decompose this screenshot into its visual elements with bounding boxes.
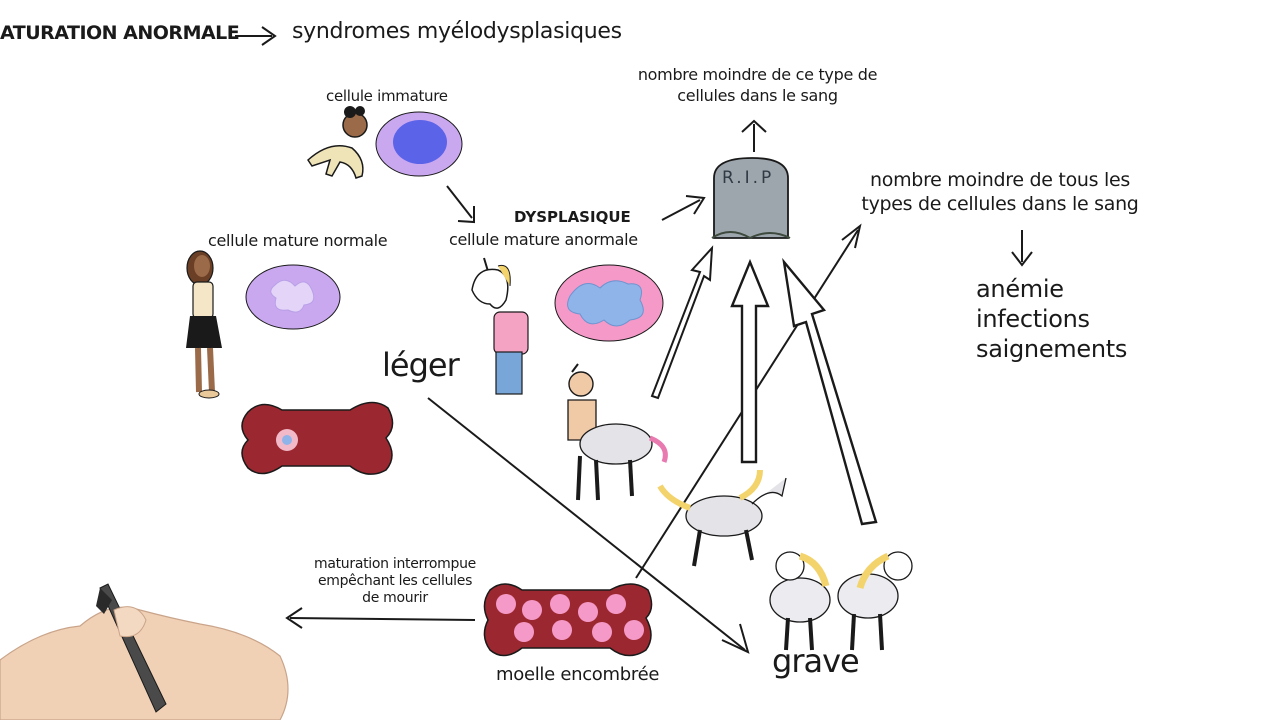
immature-cell bbox=[376, 112, 462, 176]
label-moelle: moelle encombrée bbox=[496, 664, 659, 685]
label-rip-line-2: cellules dans le sang bbox=[630, 85, 885, 106]
header-left-text: ATURATION ANORMALE bbox=[0, 22, 239, 44]
label-mature-normal: cellule mature normale bbox=[208, 231, 387, 250]
symptoms-list: anémie infections saignements bbox=[976, 274, 1127, 364]
hollow-arrow-2 bbox=[732, 262, 768, 462]
centaur-figure bbox=[568, 364, 665, 500]
unicorn-2 bbox=[770, 552, 830, 650]
label-rip-line-1: nombre moindre de ce type de bbox=[630, 64, 885, 85]
symptom-anemie: anémie bbox=[976, 274, 1127, 304]
header-right-text: syndromes myélodysplasiques bbox=[292, 19, 622, 44]
unicorn-1 bbox=[660, 470, 786, 566]
arrow-maturation bbox=[287, 608, 475, 628]
hollow-arrow-3 bbox=[784, 262, 876, 524]
hollow-arrow-1 bbox=[652, 248, 712, 398]
unicorn-woman-figure bbox=[472, 258, 528, 394]
arrow-to-dysplasique bbox=[447, 186, 474, 222]
label-dysplasique: DYSPLASIQUE bbox=[514, 208, 631, 226]
label-immature: cellule immature bbox=[326, 87, 448, 105]
label-mature-abnormal: cellule mature anormale bbox=[449, 230, 638, 249]
marrow-normal bbox=[242, 402, 393, 474]
unicorn-3 bbox=[838, 552, 912, 650]
symptom-infections: infections bbox=[976, 304, 1127, 334]
arrow-to-tombstone bbox=[662, 196, 704, 220]
drawing-hand bbox=[0, 584, 288, 720]
arrow-to-symptoms bbox=[1012, 230, 1032, 265]
arrow-up-from-tombstone bbox=[742, 121, 766, 152]
label-leger: léger bbox=[382, 346, 459, 384]
label-maturation-line-1: maturation interrompue bbox=[305, 556, 485, 573]
symptom-saignements: saignements bbox=[976, 334, 1127, 364]
baby-figure bbox=[308, 106, 367, 178]
label-maturation-line-3: de mourir bbox=[305, 590, 485, 607]
label-all-types-line-1: nombre moindre de tous les bbox=[850, 168, 1150, 192]
label-grave: grave bbox=[772, 642, 859, 680]
tombstone-text: R.I.P bbox=[722, 168, 774, 188]
label-all-types-block: nombre moindre de tous les types de cell… bbox=[850, 168, 1150, 216]
woman-figure bbox=[186, 251, 222, 398]
label-maturation-block: maturation interrompue empêchant les cel… bbox=[305, 556, 485, 607]
abnormal-mature-cell bbox=[555, 265, 663, 341]
marrow-crowded bbox=[484, 584, 651, 656]
header-arrow bbox=[235, 27, 275, 45]
label-maturation-line-2: empêchant les cellules bbox=[305, 573, 485, 590]
label-all-types-line-2: types de cellules dans le sang bbox=[850, 192, 1150, 216]
label-rip-block: nombre moindre de ce type de cellules da… bbox=[630, 64, 885, 106]
normal-mature-cell bbox=[246, 265, 340, 329]
